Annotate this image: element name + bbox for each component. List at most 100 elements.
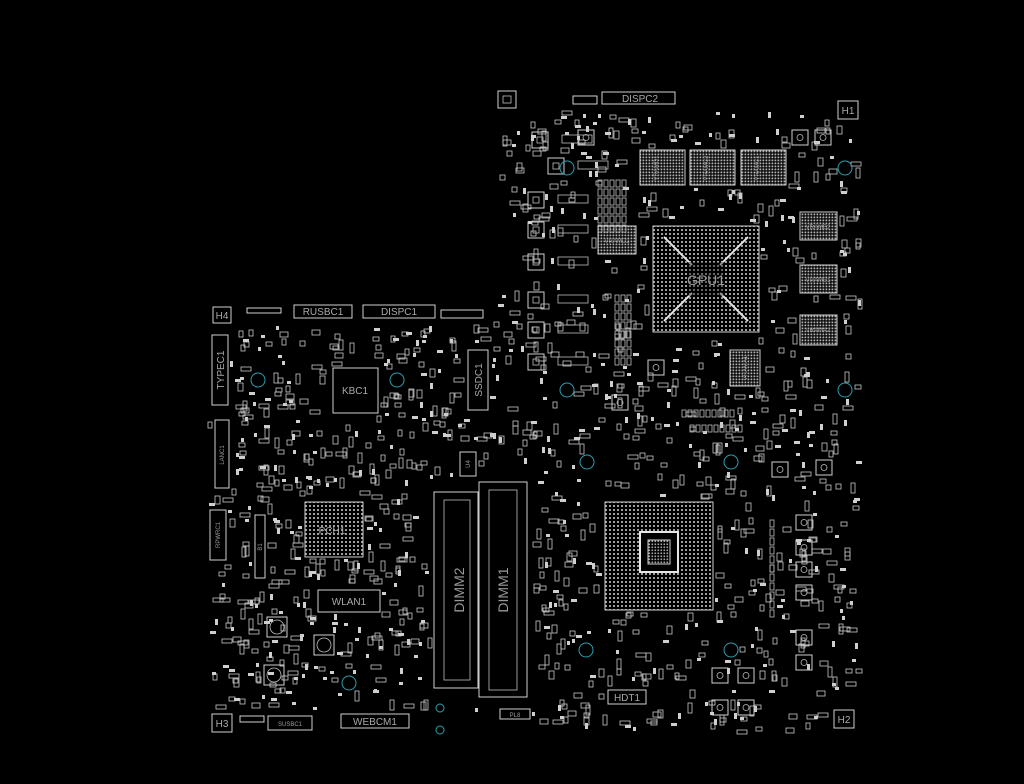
- vramb2-chip[interactable]: VRAMB2: [799, 211, 838, 241]
- small-connector[interactable]: [246, 307, 282, 314]
- smd-pad: [242, 414, 254, 420]
- smd-pad: [571, 143, 574, 149]
- h3-mount[interactable]: H3: [211, 713, 233, 733]
- mounting-hole: [389, 372, 405, 388]
- smd-pad: [588, 680, 594, 688]
- smd-pad: [248, 629, 260, 635]
- vramd2-chip[interactable]: VRAMD2: [597, 225, 637, 255]
- smd-pad: [672, 370, 678, 373]
- smd-pad: [571, 599, 577, 602]
- smd-pad: [357, 563, 360, 569]
- smd-pad: [646, 718, 658, 724]
- smd-pad: [285, 519, 292, 529]
- smd-pad: [409, 556, 416, 563]
- lanc1-connector[interactable]: LANC1: [214, 419, 230, 489]
- typec1-connector[interactable]: TYPEC1: [211, 334, 229, 406]
- vrama2-chip[interactable]: VRAMA2: [799, 314, 838, 346]
- smd-pad: [845, 681, 857, 687]
- smd-pad: [616, 383, 623, 393]
- vramc2-chip[interactable]: VRAMC2: [689, 149, 736, 186]
- smd-pad: [816, 690, 826, 697]
- smd-pad: [585, 366, 592, 373]
- gpu1-chip[interactable]: GPU1: [652, 225, 760, 333]
- smd-pad: [639, 452, 646, 459]
- kbc1-chip[interactable]: KBC1: [332, 367, 379, 414]
- smd-pad: [232, 636, 242, 643]
- smd-pad: [755, 726, 763, 732]
- smd-pad: [564, 664, 571, 671]
- smd-pad: [413, 516, 419, 519]
- smd-pad: [777, 605, 783, 608]
- vramb1-chip[interactable]: VRAMB1: [799, 264, 838, 294]
- smd-pad: [585, 723, 588, 729]
- rpwrc1-connector[interactable]: RPWRC1: [209, 509, 227, 561]
- smd-pad: [807, 519, 814, 529]
- wlan1-connector[interactable]: WLAN1: [317, 589, 381, 613]
- mounting-hole: [559, 160, 575, 176]
- pch1-chip[interactable]: PCH1: [304, 501, 364, 558]
- webcm1-connector[interactable]: WEBCM1: [340, 713, 410, 729]
- h4-mount[interactable]: H4: [212, 306, 232, 324]
- smd-pad: [286, 691, 292, 694]
- smd-pad: [613, 371, 625, 377]
- smd-pad: [845, 353, 852, 360]
- smd-pad: [372, 336, 380, 342]
- smd-pad: [319, 558, 326, 565]
- vramd1-chip[interactable]: VRAMD1: [639, 149, 686, 186]
- smd-pad: [421, 373, 427, 376]
- u4-chip[interactable]: U4: [459, 451, 477, 477]
- smd-pad: [768, 112, 771, 118]
- smd-pad: [257, 495, 264, 502]
- smd-pad: [316, 430, 323, 437]
- h1-mount[interactable]: H1: [837, 100, 859, 120]
- small-connector[interactable]: [440, 309, 484, 319]
- dimm1-slot[interactable]: DIMM1: [478, 481, 528, 698]
- b1-battery[interactable]: B1: [254, 514, 266, 579]
- smd-pad: [634, 405, 644, 412]
- smd-pad: [663, 640, 669, 643]
- dispc1-connector[interactable]: DISPC1: [362, 304, 436, 319]
- cpu-chip[interactable]: [604, 501, 714, 611]
- smd-pad: [772, 674, 778, 682]
- smd-pad: [714, 393, 720, 405]
- smd-pad: [561, 116, 567, 119]
- smd-pad: [238, 442, 246, 448]
- hdt1-connector[interactable]: HDT1: [607, 689, 647, 705]
- pl8-part[interactable]: PL8: [499, 708, 531, 720]
- smd-pad: [530, 230, 537, 237]
- smd-pad: [543, 397, 547, 400]
- smd-pad: [475, 340, 479, 343]
- dimm2-slot[interactable]: DIMM2: [433, 491, 479, 689]
- smd-pad: [801, 550, 807, 562]
- smd-pad: [289, 400, 293, 403]
- smd-pad: [342, 447, 348, 459]
- smd-pad: [393, 393, 400, 400]
- smd-pad: [552, 401, 558, 409]
- susbc1-connector[interactable]: SUSBC1: [239, 715, 313, 731]
- smd-pad: [240, 608, 246, 620]
- h1a-pad[interactable]: [497, 90, 517, 109]
- smd-pad: [272, 640, 278, 643]
- capacitor: [626, 339, 632, 348]
- smd-pad: [219, 597, 231, 603]
- smd-pad: [667, 389, 671, 392]
- smd-pad: [666, 664, 674, 670]
- vramc1-chip[interactable]: VRAMC1: [740, 149, 787, 186]
- smd-pad: [712, 381, 715, 385]
- smd-pad: [787, 248, 790, 252]
- vrama1-chip[interactable]: VRAMA1: [729, 349, 761, 387]
- smd-pad: [593, 584, 600, 594]
- power-part-pin: [819, 134, 827, 141]
- smd-pad: [394, 402, 402, 408]
- rusbc1-connector[interactable]: RUSBC1: [293, 304, 353, 319]
- ssdc1-connector[interactable]: SSDC1: [467, 349, 489, 411]
- smd-pad: [236, 453, 239, 457]
- smd-pad: [715, 484, 719, 487]
- smd-pad: [354, 690, 360, 702]
- h2-mount[interactable]: H2: [833, 709, 855, 729]
- smd-pad: [755, 387, 761, 399]
- dispc2-connector[interactable]: DISPC2: [572, 91, 676, 105]
- smd-pad: [560, 499, 566, 502]
- smd-pad: [583, 213, 586, 219]
